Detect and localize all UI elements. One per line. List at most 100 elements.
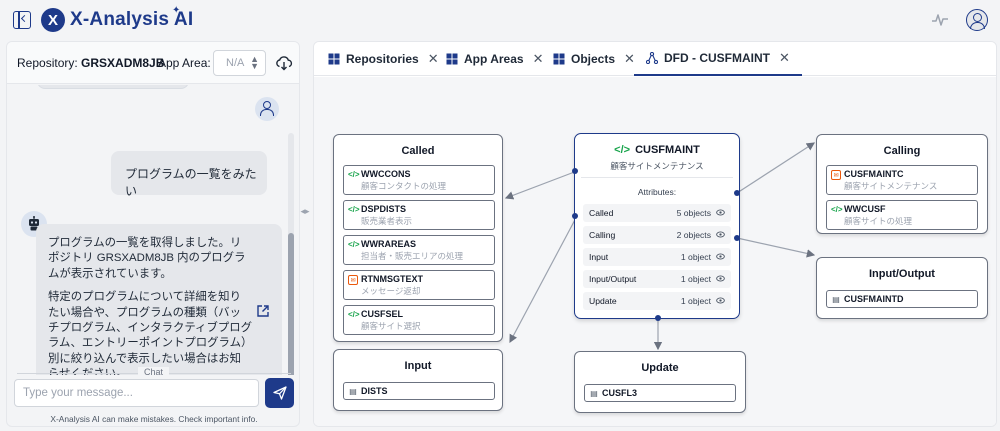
cloud-download-icon[interactable] [275, 55, 293, 71]
edge-input-output [729, 232, 816, 258]
user-message-bubble: プログラムの一覧をみたい [111, 151, 267, 198]
repository-label-text: Repository: [17, 56, 78, 70]
message-list[interactable]: プログラムの一覧をみたい プログラムの一覧を取得しました。リポジトリ GRSXA… [7, 85, 299, 375]
chat-scrollbar[interactable] [288, 133, 294, 375]
external-link-icon[interactable] [256, 304, 270, 318]
attribute-value: 1 object [680, 296, 711, 306]
center-node-divider [581, 177, 733, 178]
database-icon: ▤ [590, 389, 598, 398]
eye-icon[interactable] [716, 230, 725, 239]
item-name: WWRAREAS [361, 239, 416, 249]
attribute-label: Update [589, 296, 617, 306]
tab-repositories[interactable]: Repositories✕ [328, 42, 439, 76]
tab-close-icon[interactable]: ✕ [778, 50, 790, 65]
dfd-panel: Repositories✕ App Areas✕ Objects ✕ DFD - … [313, 41, 997, 427]
update-node-title: Update [641, 362, 679, 374]
database-icon: ▤ [832, 295, 840, 304]
eye-icon[interactable] [716, 252, 725, 261]
called-node-title: Called [401, 145, 435, 157]
tab-label: DFD - CUSFMAINT [664, 51, 770, 65]
panel-resize-handle[interactable]: ◂▸ [300, 206, 310, 216]
input-node[interactable]: Input ▤DISTS [333, 349, 503, 411]
attribute-value: 2 objects [676, 230, 711, 240]
tab-close-icon[interactable]: ✕ [624, 51, 635, 66]
grid-icon [328, 53, 340, 65]
input-output-node-title: Input/Output [869, 268, 935, 280]
attribute-label: Calling [589, 230, 616, 240]
chat-message-input[interactable] [14, 379, 259, 407]
app-area-select[interactable]: N/A ▲▼ [213, 50, 266, 76]
repository-label: Repository: GRSXADM8JB [17, 56, 164, 70]
sidebar-toggle-icon[interactable] [13, 11, 31, 29]
logo-letter: X [47, 11, 58, 29]
message-icon: ✉ [831, 170, 841, 180]
input-node-title: Input [404, 360, 432, 372]
eye-icon[interactable] [716, 208, 725, 217]
top-bar: X X-Analysis AI ✦ [0, 0, 1000, 40]
disclaimer-text: X-Analysis AI can make mistakes. Check i… [50, 414, 258, 424]
tab-objects[interactable]: Objects ✕ [553, 42, 635, 76]
called-item[interactable]: </>DSPDISTS 販売業者表示 [343, 200, 495, 230]
tab-close-icon[interactable]: ✕ [427, 51, 439, 66]
eye-icon[interactable] [716, 296, 725, 305]
eye-icon[interactable] [716, 274, 725, 283]
edge-called [504, 170, 578, 200]
tab-bar: Repositories✕ App Areas✕ Objects ✕ DFD - … [314, 42, 996, 76]
scrollbar-thumb[interactable] [288, 233, 294, 375]
update-node[interactable]: Update ▤CUSFL3 [574, 351, 746, 413]
attribute-row-called[interactable]: Called 5 objects [583, 204, 731, 222]
bot-message-paragraph-1: プログラムの一覧を取得しました。リポジトリ GRSXADM8JB 内のプログラム… [48, 237, 246, 280]
item-desc: 顧客コンタクトの処理 [361, 181, 447, 191]
item-desc: 顧客サイトメンテナンス [844, 181, 938, 191]
grid-icon [553, 53, 565, 65]
edge-input [509, 215, 578, 344]
connector-dot [734, 190, 740, 196]
logo-icon: X [41, 8, 65, 32]
attribute-label: Input [589, 252, 609, 262]
connector-dot [734, 235, 740, 241]
robot-icon [29, 216, 39, 231]
attribute-row-calling[interactable]: Calling 2 objects [583, 226, 731, 244]
database-icon: ▤ [349, 387, 357, 396]
attribute-label: Called [589, 208, 614, 218]
input-output-node[interactable]: Input/Output ▤CUSFMAINTD [816, 257, 988, 319]
calling-node-title: Calling [883, 145, 921, 157]
input-output-item[interactable]: ▤CUSFMAINTD [826, 290, 978, 308]
activity-icon[interactable] [931, 12, 949, 28]
item-name: DSPDISTS [361, 204, 407, 214]
center-node-name: CUSFMAINT [635, 144, 700, 156]
grid-icon [446, 53, 458, 65]
attribute-row-update[interactable]: Update 1 object [583, 292, 731, 310]
input-item[interactable]: ▤DISTS [343, 382, 495, 400]
attribute-label: Input/Output [589, 274, 637, 284]
select-arrows-icon: ▲▼ [250, 54, 259, 71]
tab-close-icon[interactable]: ✕ [532, 51, 544, 66]
tab-app-areas[interactable]: App Areas✕ [446, 42, 543, 76]
center-node-cusfmaint[interactable]: </>CUSFMAINT 顧客サイトメンテナンス Attributes: Cal… [574, 133, 740, 319]
attributes-label: Attributes: [637, 187, 677, 197]
tab-label: Objects [571, 52, 616, 66]
center-node-subtitle: 顧客サイトメンテナンス [610, 161, 704, 171]
item-desc: 販売業者表示 [361, 216, 413, 226]
bot-message-bubble: プログラムの一覧を取得しました。リポジトリ GRSXADM8JB 内のプログラム… [36, 224, 282, 375]
item-desc: メッセージ返却 [361, 286, 421, 296]
tab-dfd-cusfmaint[interactable]: DFD - CUSFMAINT ✕ [634, 42, 802, 76]
user-avatar-button[interactable] [966, 9, 988, 31]
code-icon: </> [348, 240, 360, 249]
code-icon: </> [348, 205, 360, 214]
sparkle-icon: ✦ [172, 5, 181, 16]
send-button[interactable] [265, 378, 294, 408]
update-item[interactable]: ▤CUSFL3 [584, 384, 736, 402]
attribute-value: 5 objects [676, 208, 711, 218]
